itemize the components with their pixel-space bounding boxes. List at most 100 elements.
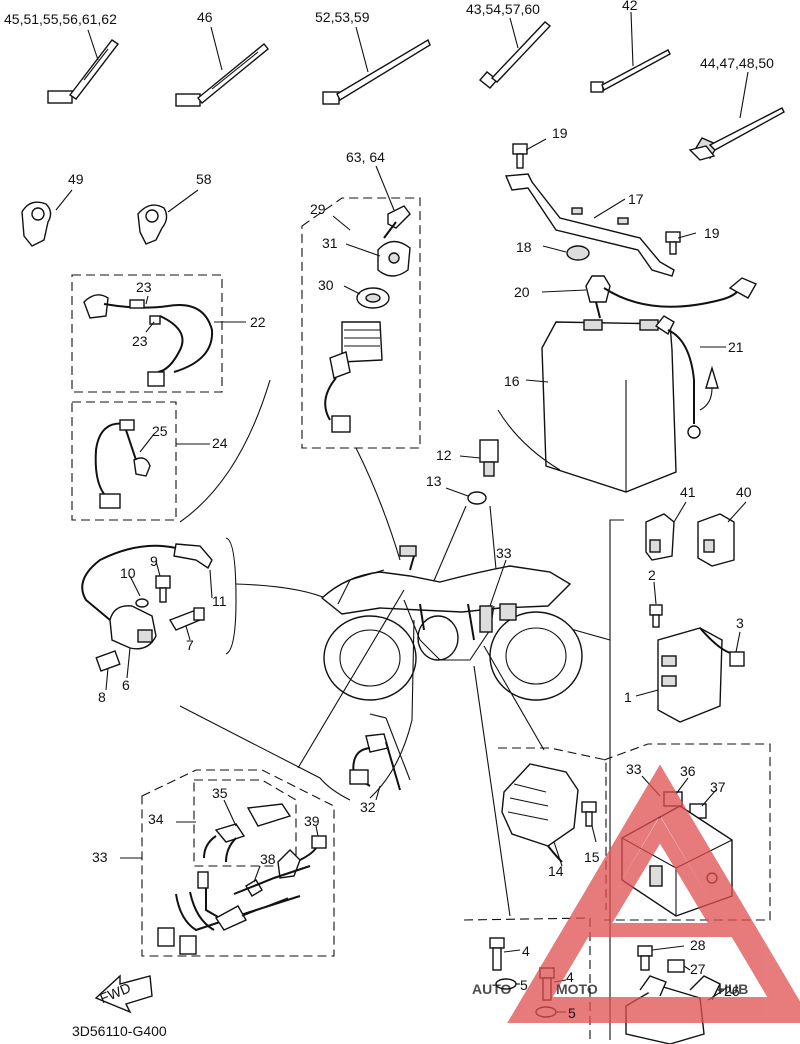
- cable-tie-46: [175, 43, 269, 107]
- callout-labels: 45,51,55,56,61,62 46 52,53,59 43,54,57,6…: [4, 0, 774, 1039]
- battery-cable-21: [654, 315, 719, 439]
- wire-band-44: [688, 107, 785, 161]
- label-42: 42: [622, 0, 638, 13]
- label-31: 31: [322, 235, 338, 251]
- label-8: 8: [98, 689, 106, 705]
- label-2: 2: [648, 567, 656, 583]
- clamp-49: [21, 201, 52, 247]
- label-19-right: 19: [704, 225, 720, 241]
- diagram-code: 3D56110-G400: [72, 1023, 167, 1039]
- bolt-15: [581, 801, 597, 827]
- cable-tie-42: [590, 49, 671, 93]
- label-30: 30: [318, 277, 334, 293]
- label-13: 13: [426, 473, 442, 489]
- group-22-outline: [71, 274, 223, 393]
- label-41: 41: [680, 484, 696, 500]
- label-26: 26: [724, 983, 740, 999]
- bolt-9: [155, 575, 171, 603]
- label-5-upper: 5: [520, 977, 528, 993]
- label-15: 15: [584, 849, 600, 865]
- label-33-right: 33: [626, 761, 642, 777]
- label-21: 21: [728, 339, 744, 355]
- group-14-outline: [498, 747, 607, 910]
- group-24-outline: [71, 401, 177, 521]
- label-40: 40: [736, 484, 752, 500]
- label-35: 35: [212, 785, 228, 801]
- label-44: 44,47,48,50: [700, 55, 774, 71]
- group-33-outline: [141, 769, 335, 957]
- label-34: 34: [148, 811, 164, 827]
- clamp-58: [137, 204, 168, 245]
- battery-cable-20: [585, 275, 757, 319]
- label-9: 9: [150, 553, 158, 569]
- label-16: 16: [504, 373, 520, 389]
- key-63: [383, 205, 411, 239]
- bolt-2: [649, 604, 663, 628]
- washer-10: [135, 598, 149, 608]
- label-27: 27: [690, 961, 706, 977]
- watermark-logo: AUTO MOTO HUB: [472, 764, 800, 1023]
- label-49: 49: [68, 171, 84, 187]
- relay-40: [697, 513, 735, 567]
- label-11: 11: [212, 593, 227, 609]
- main-switch-body: [324, 321, 383, 433]
- nut-30: [356, 287, 390, 309]
- spark-cap-11: [173, 543, 213, 570]
- label-46: 46: [197, 9, 213, 25]
- cable-tie-45: [47, 39, 120, 104]
- label-29: 29: [310, 201, 326, 217]
- label-5-lower: 5: [568, 1005, 576, 1021]
- label-43: 43,54,57,60: [466, 1, 540, 17]
- rectifier-14: [501, 763, 579, 863]
- bolt-7: [168, 607, 205, 631]
- watermark-hub: HUB: [718, 981, 748, 997]
- label-6: 6: [122, 677, 130, 693]
- lead-32: [349, 733, 401, 791]
- relay-41: [645, 513, 675, 561]
- bolt-19-upper: [512, 143, 528, 169]
- label-23-upper: 23: [136, 279, 152, 295]
- fwd-arrow-icon: [94, 974, 153, 1014]
- label-25: 25: [152, 423, 168, 439]
- label-7: 7: [186, 637, 194, 653]
- label-14: 14: [548, 863, 564, 879]
- label-4-lower: 4: [566, 969, 574, 985]
- label-18: 18: [516, 239, 532, 255]
- label-63: 63, 64: [346, 149, 385, 165]
- battery-band-17: [504, 173, 675, 277]
- cdi-unit-1: [657, 627, 741, 723]
- bolt-4-upper: [489, 937, 505, 971]
- harness-33: [157, 835, 327, 955]
- label-10: 10: [120, 565, 136, 581]
- cap-31: [377, 240, 411, 277]
- watermark-moto: MOTO: [556, 981, 598, 997]
- atv-vehicle: [320, 545, 583, 701]
- gasket-13: [467, 491, 487, 505]
- label-4-upper: 4: [522, 943, 530, 959]
- battery-16: [541, 319, 677, 493]
- coupler-3: [729, 651, 745, 667]
- damper-18: [566, 245, 590, 261]
- collar-8: [95, 650, 121, 672]
- label-32: 32: [360, 799, 376, 815]
- label-36: 36: [680, 763, 696, 779]
- cable-tie-43: [478, 21, 552, 89]
- label-28: 28: [690, 937, 706, 953]
- label-12: 12: [436, 447, 452, 463]
- label-24: 24: [212, 435, 228, 451]
- label-19-upper: 19: [552, 125, 568, 141]
- label-17: 17: [628, 191, 644, 207]
- label-58: 58: [196, 171, 212, 187]
- label-39: 39: [304, 813, 320, 829]
- label-45: 45,51,55,56,61,62: [4, 11, 117, 27]
- fuse-holder-35: [203, 803, 292, 863]
- group-34-outline: [193, 779, 297, 867]
- watermark-auto: AUTO: [472, 981, 512, 997]
- label-33-center: 33: [496, 545, 512, 561]
- sub-lead-22: [83, 294, 214, 387]
- label-3: 3: [736, 615, 744, 631]
- label-37: 37: [710, 779, 726, 795]
- fuse-27: [667, 959, 685, 973]
- label-52: 52,53,59: [315, 9, 370, 25]
